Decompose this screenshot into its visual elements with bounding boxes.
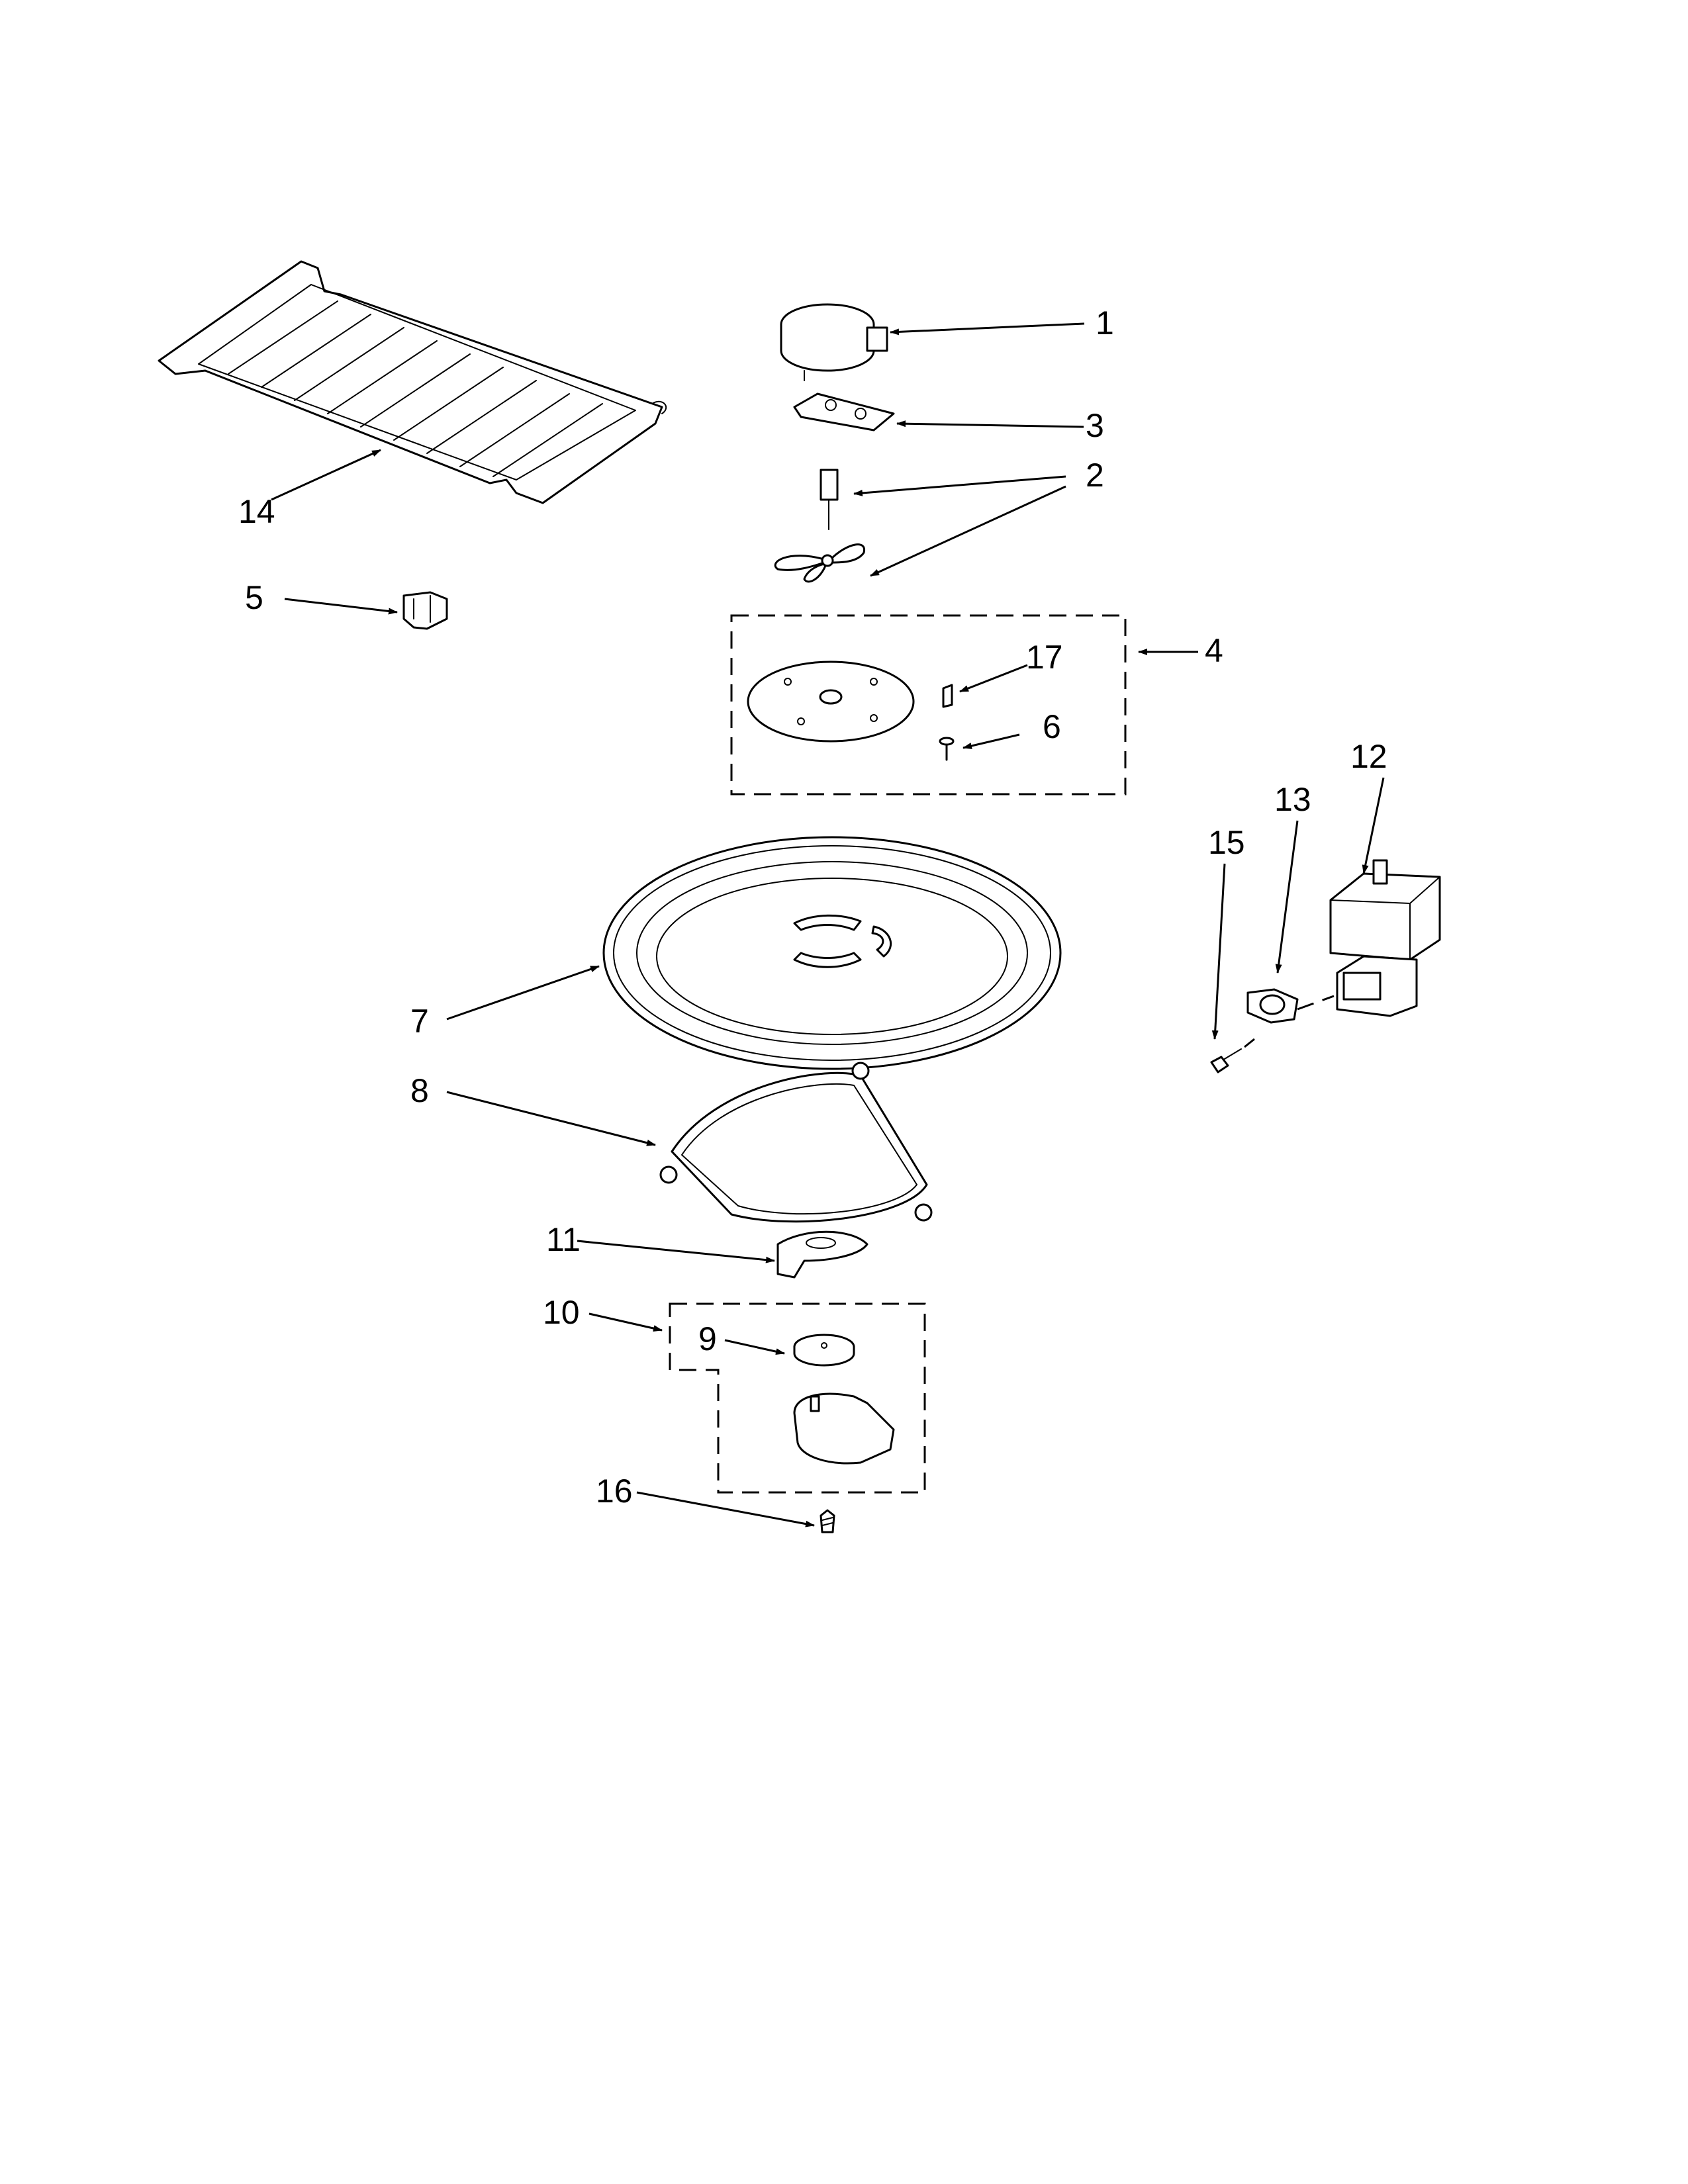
callout-15: 15 [1208, 824, 1245, 861]
callout-13: 13 [1274, 781, 1311, 818]
leader-lines [271, 322, 1385, 1527]
coupler [776, 1230, 868, 1279]
callout-5: 5 [245, 579, 263, 616]
callout-labels: 1 3 2 4 17 6 12 13 15 14 5 7 8 11 10 9 1… [238, 304, 1387, 1510]
callout-14: 14 [238, 493, 275, 530]
screw-16 [820, 1509, 835, 1533]
callout-11: 11 [546, 1221, 581, 1258]
bracket [793, 392, 895, 432]
stirrer-blade [774, 543, 865, 583]
callout-4: 4 [1205, 632, 1223, 669]
callout-9: 9 [698, 1320, 717, 1357]
assembly-10 [669, 1302, 926, 1494]
thermal-cutout [1246, 988, 1335, 1024]
shaft [820, 469, 839, 530]
clip-part [402, 591, 448, 630]
wire-rack [158, 260, 667, 504]
callout-12: 12 [1350, 738, 1387, 775]
magnetron [1329, 859, 1441, 1017]
callout-3: 3 [1086, 407, 1104, 444]
callout-7: 7 [410, 1003, 429, 1040]
stirrer-motor [780, 303, 888, 381]
callout-8: 8 [410, 1072, 429, 1109]
callout-2: 2 [1086, 457, 1104, 494]
callout-16: 16 [596, 1473, 633, 1510]
roller-ring [659, 1062, 933, 1223]
callout-1: 1 [1096, 304, 1114, 341]
assembly-4 [730, 614, 1127, 796]
callout-17: 17 [1026, 639, 1063, 676]
callout-6: 6 [1043, 708, 1061, 745]
turntable-tray [602, 836, 1062, 1070]
screw-15 [1210, 1038, 1255, 1073]
callout-10: 10 [543, 1294, 580, 1331]
